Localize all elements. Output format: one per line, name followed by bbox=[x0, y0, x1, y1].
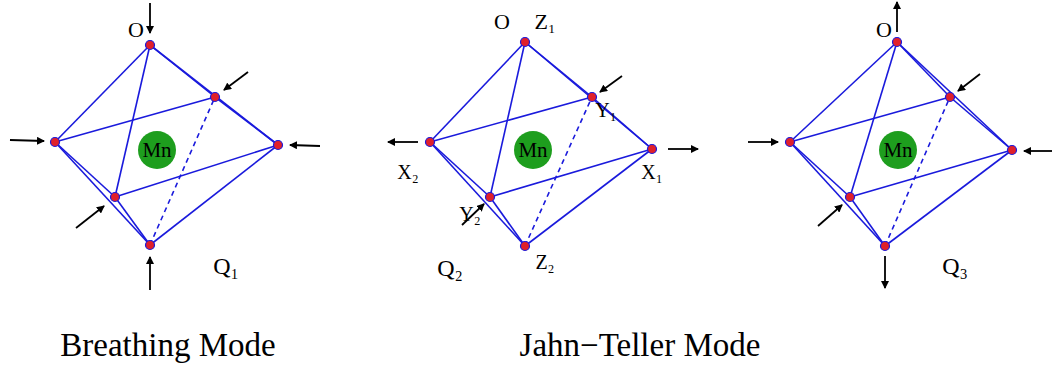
octahedron-edge bbox=[430, 97, 592, 142]
octahedron-edge bbox=[430, 142, 490, 197]
caption-text: Breathing Mode bbox=[60, 329, 275, 362]
hidden-edge bbox=[525, 97, 592, 246]
octahedron-edge bbox=[115, 197, 150, 245]
oxygen-atom bbox=[846, 193, 855, 202]
octahedron-edge bbox=[592, 97, 652, 149]
displacement-arrow bbox=[224, 72, 248, 90]
manganese-atom: Mn bbox=[514, 131, 552, 169]
oxygen-atom bbox=[521, 38, 530, 47]
octahedron-edge bbox=[150, 45, 215, 97]
displacement-arrow bbox=[600, 76, 622, 92]
oxygen-atom bbox=[426, 138, 435, 147]
manganese-atom: Mn bbox=[138, 131, 176, 169]
oxygen-atom bbox=[51, 138, 60, 147]
vertex-label: Z₂ bbox=[535, 252, 554, 272]
octahedron-edge bbox=[897, 42, 1012, 150]
displacement-arrow bbox=[1024, 150, 1052, 152]
octahedron-edge bbox=[850, 42, 897, 197]
oxygen-atom bbox=[486, 193, 495, 202]
octahedron-edge bbox=[790, 142, 850, 197]
displacement-arrow bbox=[668, 148, 698, 150]
octahedron-edge bbox=[55, 97, 215, 142]
atom-label: O bbox=[128, 19, 144, 41]
atom-label: O bbox=[876, 19, 892, 41]
atom-symbol: Mn bbox=[142, 138, 171, 163]
vertex-label: X₁ bbox=[641, 162, 662, 182]
displacement-arrow bbox=[896, 2, 898, 32]
mode-label: Q₁ bbox=[213, 254, 239, 278]
octahedron-edge bbox=[55, 45, 150, 142]
octahedron-edge bbox=[897, 42, 950, 97]
oxygen-atom bbox=[146, 41, 155, 50]
displacement-arrow bbox=[76, 206, 104, 228]
oxygen-atom bbox=[648, 145, 657, 154]
oxygen-atom bbox=[211, 93, 220, 102]
displacement-arrow bbox=[10, 140, 44, 141]
vertex-label: Y₂ bbox=[459, 204, 480, 224]
octahedron-edge bbox=[790, 142, 885, 246]
octahedron-edge bbox=[850, 197, 885, 246]
oxygen-atom bbox=[893, 38, 902, 47]
vertex-label: Z₁ bbox=[534, 11, 555, 33]
oxygen-atom bbox=[588, 93, 597, 102]
octahedron-edge bbox=[150, 45, 278, 145]
octahedron-edge bbox=[430, 142, 525, 246]
displacement-arrow bbox=[149, 3, 151, 33]
vertex-label: X₂ bbox=[397, 162, 418, 182]
displacement-arrow bbox=[884, 256, 886, 288]
octahedron-edge bbox=[525, 42, 592, 97]
mode-label: Q₃ bbox=[942, 254, 968, 278]
displacement-arrow bbox=[958, 74, 980, 91]
hidden-edge bbox=[885, 97, 950, 246]
octahedron-edge bbox=[55, 142, 115, 197]
octahedron-edge bbox=[215, 97, 278, 145]
displacement-arrow bbox=[149, 257, 151, 290]
atom-symbol: Mn bbox=[883, 138, 912, 163]
manganese-atom: Mn bbox=[879, 131, 917, 169]
oxygen-atom bbox=[946, 93, 955, 102]
hidden-edge bbox=[150, 97, 215, 245]
atom-symbol: Mn bbox=[518, 138, 547, 163]
oxygen-atom bbox=[274, 141, 283, 150]
octahedron-edge bbox=[490, 42, 525, 197]
oxygen-atom bbox=[786, 138, 795, 147]
vertex-label: Y₁ bbox=[595, 100, 616, 120]
oxygen-atom bbox=[111, 193, 120, 202]
octahedron-edge bbox=[430, 42, 525, 142]
displacement-arrow bbox=[818, 205, 842, 226]
oxygen-atom bbox=[1008, 146, 1017, 155]
displacement-arrow bbox=[388, 141, 418, 143]
caption-text: Jahn−Teller Mode bbox=[520, 329, 761, 362]
octahedron-edge bbox=[950, 97, 1012, 150]
mode-label: Q₂ bbox=[437, 256, 463, 280]
displacement-arrow bbox=[290, 145, 320, 146]
displacement-arrow bbox=[748, 141, 778, 143]
octahedron-edge bbox=[525, 42, 652, 149]
oxygen-atom bbox=[521, 242, 530, 251]
octahedron-edge bbox=[490, 197, 525, 246]
octahedron-edge bbox=[790, 97, 950, 142]
octahedron-edge bbox=[55, 142, 150, 245]
oxygen-atom bbox=[146, 241, 155, 250]
atom-label: O bbox=[494, 11, 510, 33]
oxygen-atom bbox=[881, 242, 890, 251]
octahedron-edge bbox=[850, 150, 1012, 197]
